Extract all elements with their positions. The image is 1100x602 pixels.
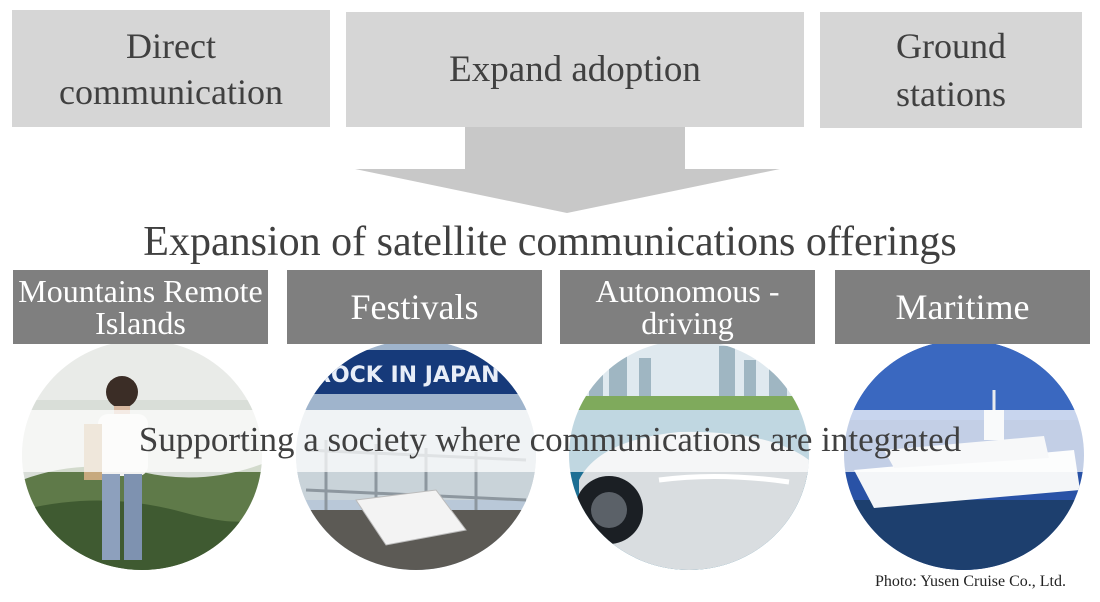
direct-communication-line-1: Direct: [126, 25, 216, 66]
category-autonomous-line-1: Autonomous: [595, 273, 761, 309]
ground-stations-line-2: stations: [895, 74, 1006, 114]
direct-communication-line-2: communication: [59, 71, 283, 112]
category-mountains-remote-islands: Mountains Remote Islands: [13, 270, 268, 344]
expand-adoption-label: Expand adoption: [449, 49, 701, 90]
category-mountains-line-1: Mountains: [18, 273, 156, 309]
integration-band: [0, 410, 1100, 472]
ground-stations-box: Ground stations: [820, 12, 1082, 128]
category-festivals-label: Festivals: [350, 287, 479, 327]
category-mountains-line-2: Remote Islands: [95, 273, 263, 341]
category-autonomous-driving: Autonomous -driving: [560, 270, 815, 344]
down-arrow-icon: [355, 127, 780, 213]
expand-adoption-box: Expand adoption: [346, 12, 804, 127]
direct-communication-box: Direct communication: [12, 10, 330, 127]
category-autonomous-line-2: -driving: [641, 273, 780, 341]
category-maritime: Maritime: [835, 270, 1090, 344]
festival-sign-text: ROCK IN JAPAN FES: [314, 363, 536, 388]
integration-band-text: Supporting a society where communication…: [138, 420, 962, 459]
headline: Expansion of satellite communications of…: [143, 219, 957, 265]
category-maritime-label: Maritime: [895, 287, 1030, 327]
ground-stations-line-1: Ground: [895, 26, 1006, 66]
photo-credit: Photo: Yusen Cruise Co., Ltd.: [875, 573, 1066, 590]
category-festivals: Festivals: [287, 270, 542, 344]
